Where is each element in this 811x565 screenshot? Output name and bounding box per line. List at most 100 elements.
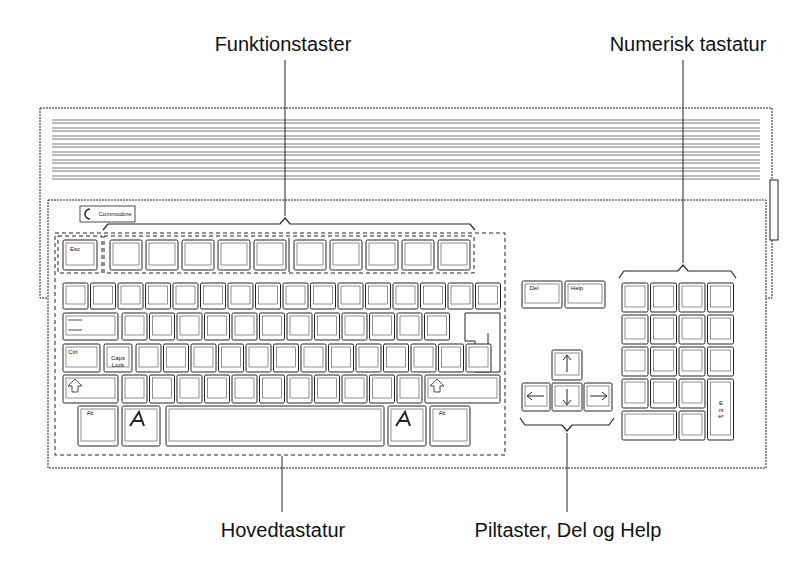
vent-slot xyxy=(52,160,760,161)
key-top xyxy=(318,378,337,398)
key-top xyxy=(479,286,498,304)
key-top xyxy=(525,284,559,303)
key xyxy=(294,240,326,270)
callout-label: Numerisk tastatur xyxy=(608,33,769,56)
key xyxy=(315,375,340,403)
key-top xyxy=(304,347,323,367)
key-top xyxy=(625,286,645,307)
key-top xyxy=(290,316,309,335)
key xyxy=(476,283,501,309)
key-legend: Alt xyxy=(438,410,445,417)
key-top xyxy=(332,347,351,367)
key-top xyxy=(625,414,674,435)
key-top xyxy=(180,316,199,335)
key-top xyxy=(314,286,333,304)
key xyxy=(166,406,384,446)
key-top xyxy=(249,347,268,367)
key xyxy=(177,313,202,340)
key xyxy=(522,383,550,411)
arrow-glyph xyxy=(590,396,606,397)
key xyxy=(708,347,734,376)
key xyxy=(651,315,677,344)
key xyxy=(205,313,230,340)
key-top xyxy=(428,316,447,335)
key-top xyxy=(428,378,497,398)
key xyxy=(421,283,446,309)
key xyxy=(110,240,142,270)
side-tab xyxy=(770,180,778,240)
key-top xyxy=(711,382,731,435)
key-top xyxy=(167,347,186,367)
key-top xyxy=(290,378,309,398)
brace xyxy=(103,218,475,230)
shift-arrow xyxy=(68,379,82,392)
key-top xyxy=(153,316,172,335)
key xyxy=(122,313,147,340)
tab-arrow xyxy=(68,320,82,321)
key xyxy=(393,283,418,309)
key-top xyxy=(369,286,388,304)
key xyxy=(552,350,582,380)
key-top xyxy=(682,382,702,403)
key xyxy=(522,281,562,308)
key-top xyxy=(451,286,470,304)
arrow-glyph xyxy=(527,392,532,400)
key-top xyxy=(654,286,674,307)
key xyxy=(679,347,705,376)
key-top xyxy=(682,350,702,371)
leader-line xyxy=(683,60,684,263)
key xyxy=(622,315,648,344)
arrow-glyph xyxy=(602,392,607,400)
key-top xyxy=(66,316,115,335)
key xyxy=(63,375,118,403)
key xyxy=(164,344,189,372)
key-top xyxy=(441,243,467,265)
key xyxy=(191,344,216,372)
key-top xyxy=(66,347,97,367)
key-top xyxy=(121,286,140,304)
key-top xyxy=(66,378,115,398)
key xyxy=(622,347,648,376)
key xyxy=(708,283,734,312)
key-top xyxy=(125,409,157,441)
key-top xyxy=(625,382,645,403)
vent-slot xyxy=(52,168,760,169)
key-top xyxy=(587,386,609,406)
key-top xyxy=(297,243,323,265)
key xyxy=(182,240,214,270)
key-top xyxy=(373,378,392,398)
arrow-glyph xyxy=(563,355,571,360)
callout-label: Piltaster, Del og Help xyxy=(473,519,664,542)
vent-slot xyxy=(52,144,760,145)
tab-arrow xyxy=(68,330,82,331)
key-top xyxy=(625,318,645,339)
key xyxy=(679,411,705,440)
arrow-glyph xyxy=(528,396,544,397)
vent-slot xyxy=(52,155,760,156)
callout-label: Hovedtastatur xyxy=(219,519,348,542)
key xyxy=(91,283,116,309)
leader-line xyxy=(282,456,283,512)
key xyxy=(622,379,648,408)
key xyxy=(274,344,299,372)
key xyxy=(370,375,395,403)
key xyxy=(260,375,285,403)
vent-slot xyxy=(52,136,760,137)
amiga-logo xyxy=(130,412,144,426)
esc-outline xyxy=(58,236,102,273)
key-top xyxy=(711,318,731,339)
key xyxy=(311,283,336,309)
key xyxy=(205,375,230,403)
key xyxy=(287,313,312,340)
key xyxy=(622,283,648,312)
key xyxy=(177,375,202,403)
key xyxy=(219,344,244,372)
leader-line xyxy=(567,433,568,512)
key xyxy=(679,283,705,312)
key-top xyxy=(169,409,381,441)
key-top xyxy=(185,243,211,265)
key xyxy=(425,313,450,340)
key xyxy=(218,240,250,270)
key xyxy=(397,313,422,340)
